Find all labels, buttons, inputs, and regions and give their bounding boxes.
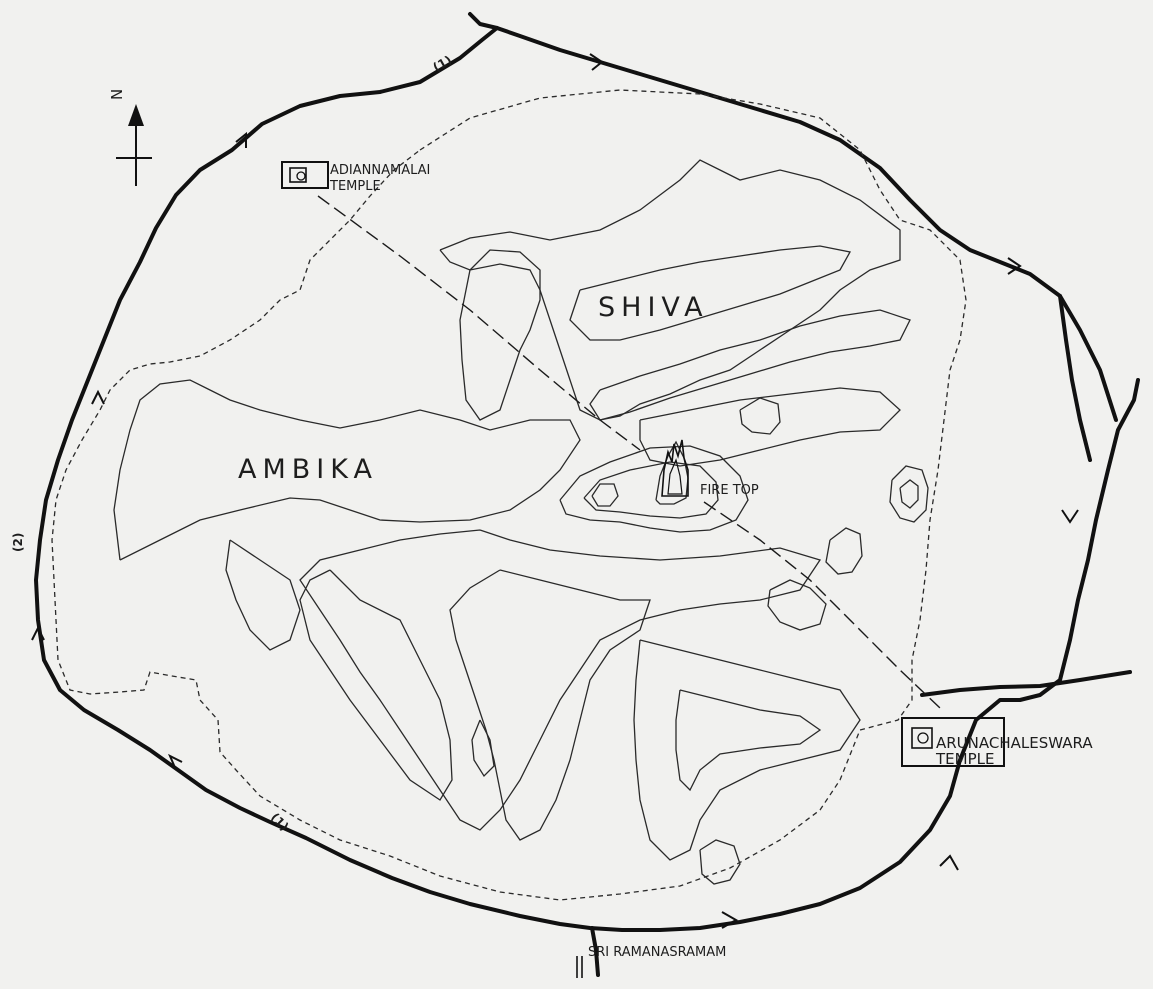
adiannamalai-label-line1: ADIANNAMALAI <box>330 163 430 178</box>
arrow-6 <box>168 753 183 771</box>
contour-west-spur <box>225 539 301 651</box>
contour-fire-peak <box>655 440 689 505</box>
temple-frame <box>901 717 1005 767</box>
contour-knob-east-2 <box>889 465 929 523</box>
region-label-shiva: SHIVA <box>598 292 709 323</box>
arunachaleswara-label-line2: TEMPLE <box>935 750 994 768</box>
arrow-3 <box>1061 509 1079 524</box>
arunachaleswara-temple: ARUNACHALESWARA TEMPLE <box>901 717 1093 768</box>
arunachaleswara-label-line1: ARUNACHALESWARA <box>936 734 1093 752</box>
arrow-8 <box>91 389 105 405</box>
temple-frame <box>281 161 329 189</box>
sightline-adiannamalai-to-peak <box>317 195 641 451</box>
temple-icon <box>911 727 933 749</box>
foothill-boundary <box>51 89 967 901</box>
contour-shiva-inner <box>569 245 852 341</box>
contour-knob-east-4 <box>825 527 863 575</box>
contour-south-east-inner <box>675 689 822 792</box>
contour-summit-inner <box>591 483 619 507</box>
contour-knob-east-5 <box>767 579 827 631</box>
region-label-ambika: AMBIKA <box>238 454 378 485</box>
adiannamalai-temple: ADIANNAMALAI TEMPLE <box>281 161 430 194</box>
route-north-segment <box>495 26 1118 422</box>
contour-summit-outer <box>559 445 749 533</box>
arrow-5 <box>721 911 739 929</box>
contour-south-west <box>299 569 453 801</box>
contour-north-ridge <box>439 159 901 421</box>
pradakshina-route <box>34 26 1140 932</box>
contour-knob-east-1 <box>739 397 781 435</box>
contour-knob-south <box>699 839 741 885</box>
route-top-spur <box>468 12 499 30</box>
route-east-road <box>920 670 1132 697</box>
contour-south-east <box>633 639 861 861</box>
fire-top-label: FIRE TOP <box>700 483 759 498</box>
sightline-peak-to-arunachaleswara <box>703 501 941 709</box>
route-marker-left: (2) <box>11 533 25 552</box>
compass-north-label: N <box>108 89 126 100</box>
contour-south-central-1 <box>299 529 822 831</box>
contour-outer-west <box>113 379 581 561</box>
contour-lines <box>113 159 929 885</box>
route-east-spur <box>1058 294 1092 462</box>
contour-east-ridge-1 <box>589 309 911 421</box>
contour-south-central-3 <box>471 719 495 778</box>
arrow-2 <box>1007 257 1022 275</box>
contour-south-central-2 <box>449 569 651 841</box>
ramanasramam-label: SRI RAMANASRAMAM <box>588 945 726 960</box>
contour-northwest-lobe <box>459 249 541 421</box>
route-arrows <box>31 53 1079 929</box>
contour-knob-east-3 <box>899 479 919 509</box>
arrow-9 <box>235 131 247 148</box>
contour-summit-mid <box>583 461 719 519</box>
arrow-4 <box>939 854 959 871</box>
north-arrow-icon: N <box>108 89 152 186</box>
adiannamalai-label-line2: TEMPLE <box>329 179 381 194</box>
temple-icon <box>289 167 307 183</box>
arrow-7 <box>31 625 45 641</box>
flame-icon <box>661 439 689 497</box>
arrow-1 <box>589 53 604 71</box>
route-ramanasramam-spur <box>590 926 600 977</box>
